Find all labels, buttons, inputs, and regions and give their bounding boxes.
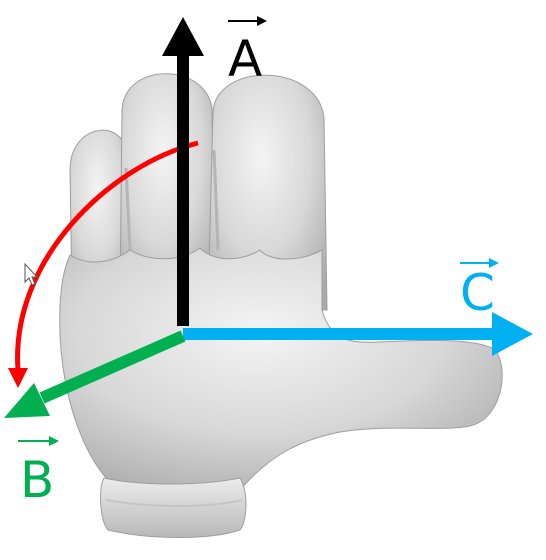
vector-b-arrow — [4, 330, 186, 418]
vector-a-arrowhead — [162, 17, 204, 56]
vector-c-label: C — [460, 258, 499, 322]
cartoon-glove-hand — [59, 73, 503, 538]
vector-c-letter: C — [460, 264, 495, 322]
vector-c-arrow — [183, 312, 533, 356]
vector-a-letter: A — [228, 30, 262, 88]
rotation-arc — [15, 140, 199, 371]
glove-finger-index — [207, 74, 328, 311]
vector-b-shaft — [39, 330, 186, 404]
rotation-arrowhead — [8, 368, 28, 388]
glove-palm — [59, 247, 503, 491]
mouse-pointer-icon — [24, 262, 39, 286]
glove-finger-middle — [119, 73, 216, 301]
vector-a-label: A — [228, 16, 267, 88]
glove-cuff-ridge — [105, 499, 243, 507]
vector-b-arrowhead — [4, 383, 50, 418]
vector-b-overbar-head — [49, 436, 59, 446]
rotation-curl-arrow — [8, 140, 199, 388]
vector-a-arrow — [162, 17, 204, 326]
vector-c-arrowhead — [492, 312, 533, 356]
glove-crease-2 — [212, 149, 220, 251]
vector-b-label: B — [18, 436, 59, 509]
vector-c-overbar-head — [489, 258, 499, 268]
vector-a-overbar-head — [257, 16, 267, 26]
glove-crease-1 — [124, 167, 132, 251]
vector-b-letter: B — [20, 451, 54, 509]
glove-cuff — [100, 477, 247, 538]
